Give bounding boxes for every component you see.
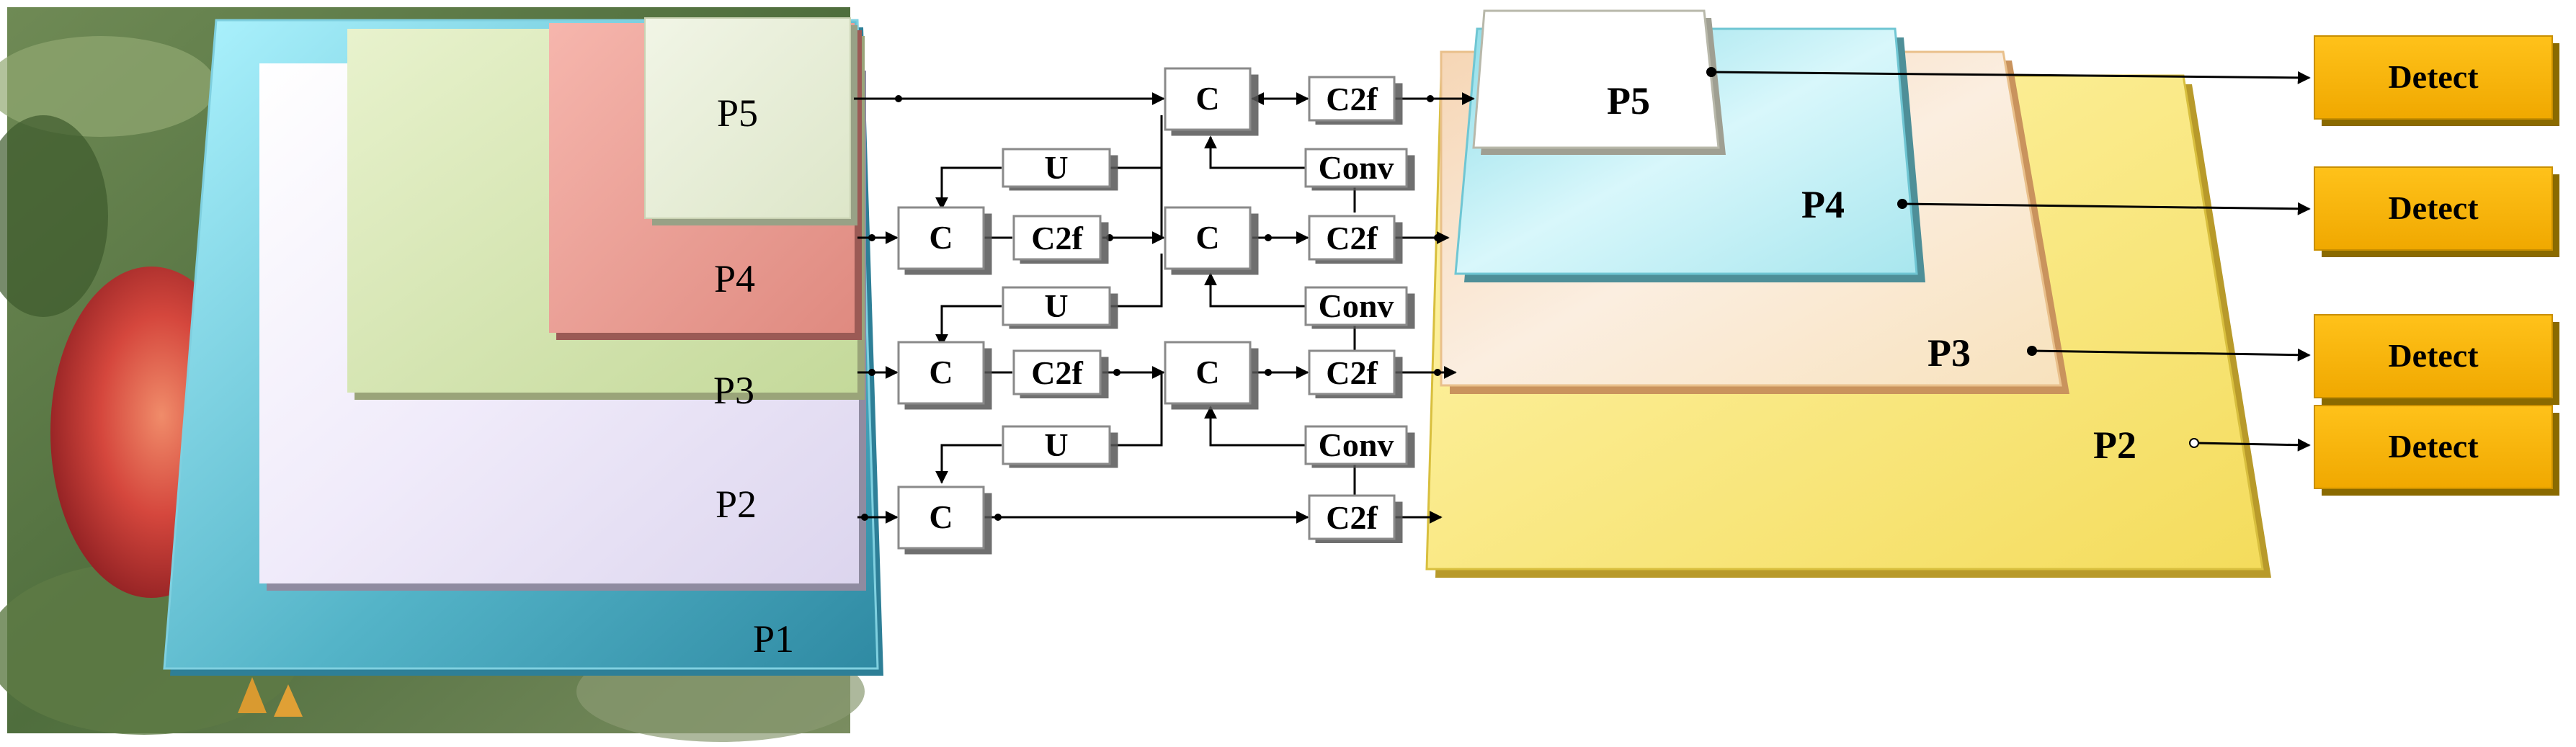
- c2f-node: C2f: [1308, 349, 1396, 395]
- backbone-p1-label: P1: [753, 617, 794, 661]
- svg-text:C: C: [929, 219, 953, 256]
- svg-text:C2f: C2f: [1326, 354, 1378, 391]
- conv-node: Conv: [1304, 425, 1408, 465]
- c2f-node: C2f: [1012, 349, 1102, 395]
- svg-text:C2f: C2f: [1031, 220, 1083, 256]
- concat-node: C: [1164, 67, 1252, 131]
- neck-connections: [854, 67, 2311, 524]
- concat-node: C: [1164, 341, 1252, 405]
- concat-node: C: [897, 206, 985, 270]
- svg-text:Conv: Conv: [1319, 149, 1394, 186]
- svg-text:C: C: [1195, 354, 1219, 390]
- concat-node: C: [897, 341, 985, 405]
- c2f-node: C2f: [1308, 494, 1396, 540]
- svg-text:Detect: Detect: [2388, 337, 2479, 374]
- svg-text:U: U: [1044, 149, 1068, 186]
- backbone-p4-label: P4: [714, 257, 755, 300]
- svg-text:C2f: C2f: [1031, 354, 1083, 391]
- svg-text:C: C: [1195, 219, 1219, 256]
- detect-box-p4: Detect: [2314, 166, 2559, 257]
- svg-text:C2f: C2f: [1326, 499, 1378, 536]
- svg-text:C2f: C2f: [1326, 81, 1378, 117]
- conv-node: Conv: [1304, 286, 1408, 326]
- svg-text:Detect: Detect: [2388, 58, 2479, 95]
- head-layers: P2 P3 P4 P5: [1425, 9, 2271, 578]
- head-p4-label: P4: [1801, 183, 1845, 226]
- svg-text:C: C: [1195, 80, 1219, 117]
- backbone-p5-label: P5: [717, 91, 758, 135]
- concat-node: C: [897, 486, 985, 550]
- c2f-node: C2f: [1308, 215, 1396, 261]
- backbone-layers: P1 P2 P3 P4 P5: [163, 17, 883, 676]
- c2f-node: C2f: [1308, 76, 1396, 122]
- detect-box-p5: Detect: [2314, 35, 2559, 126]
- head-p5-layer: P5: [1472, 9, 1726, 155]
- concat-node: C: [1164, 206, 1252, 270]
- head-p5-label: P5: [1607, 79, 1650, 122]
- svg-text:C2f: C2f: [1326, 220, 1378, 256]
- head-p2-label: P2: [2093, 424, 2136, 467]
- upsample-node: U: [1002, 148, 1111, 188]
- backbone-p3-label: P3: [713, 369, 754, 412]
- svg-text:U: U: [1044, 426, 1068, 463]
- svg-text:Detect: Detect: [2388, 428, 2479, 465]
- svg-text:Detect: Detect: [2388, 189, 2479, 226]
- svg-text:U: U: [1044, 287, 1068, 324]
- svg-text:Conv: Conv: [1319, 287, 1394, 324]
- detect-heads: Detect Detect Detect Detect: [2314, 35, 2559, 496]
- c2f-node: C2f: [1012, 215, 1102, 261]
- detect-box-p3: Detect: [2314, 314, 2559, 405]
- head-p3-label: P3: [1927, 331, 1971, 375]
- svg-text:C: C: [929, 498, 953, 535]
- svg-text:C: C: [929, 354, 953, 390]
- conv-node: Conv: [1304, 148, 1408, 188]
- detect-box-p2: Detect: [2314, 405, 2559, 496]
- upsample-node: U: [1002, 425, 1111, 465]
- upsample-node: U: [1002, 286, 1111, 326]
- backbone-p2-label: P2: [716, 483, 757, 526]
- svg-text:Conv: Conv: [1319, 426, 1394, 463]
- backbone-p5-layer: P5: [644, 17, 857, 225]
- neck-nodes: C C2f U Conv C C2f C C2f: [897, 67, 1408, 550]
